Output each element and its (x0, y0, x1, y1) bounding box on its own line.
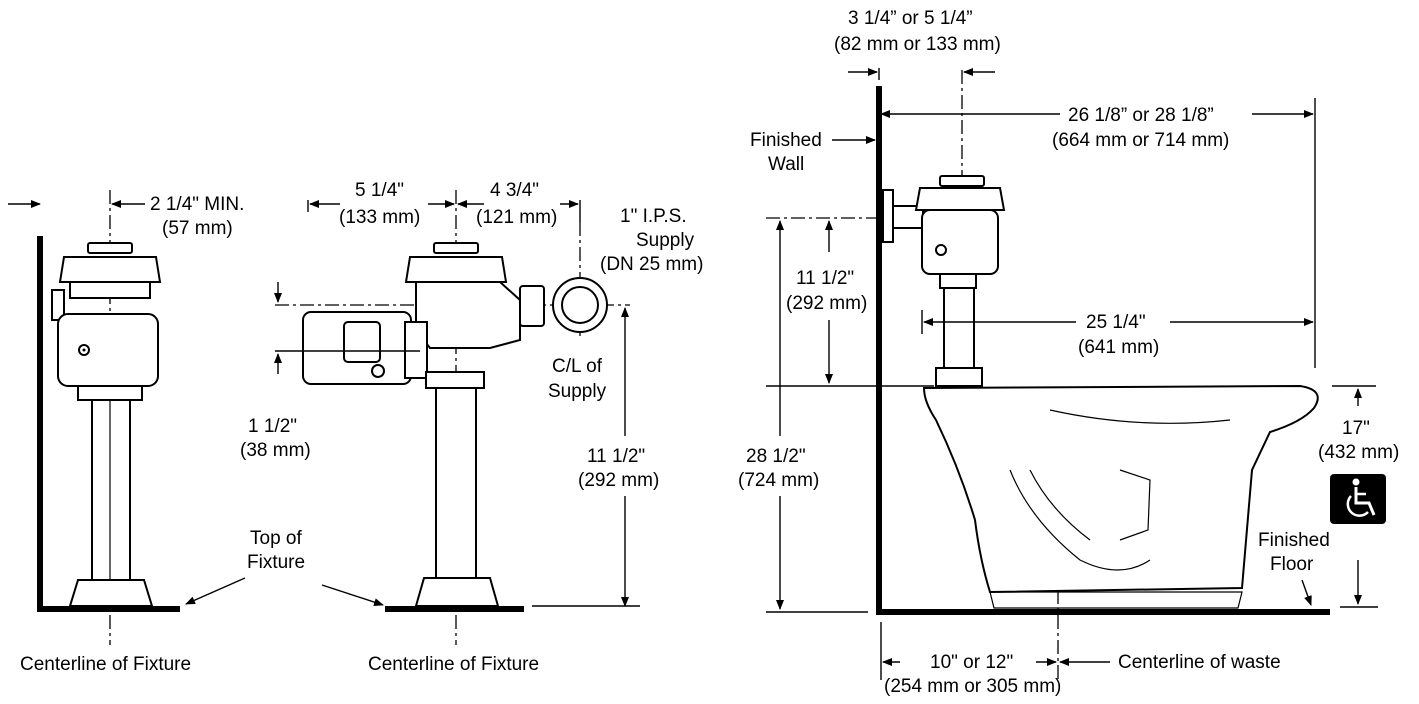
view-toilet: 3 1/4” or 5 1/4” (82 mm or 133 mm) 26 1/… (738, 8, 1399, 697)
label-v1-offset: 2 1/4" MIN. (150, 194, 244, 215)
label-v2-cl-supply-2: Supply (548, 381, 607, 402)
label-v2-height-mm: (292 mm) (578, 470, 659, 491)
label-v3-rim-mm: (432 mm) (1318, 442, 1399, 463)
label-v2-rough-mm: (38 mm) (240, 440, 311, 461)
label-v3-wall-1: Finished (750, 130, 822, 151)
label-v3-depth-mm: (664 mm or 714 mm) (1052, 130, 1229, 151)
label-v2-supply-3: (DN 25 mm) (600, 254, 703, 275)
label-v2-left: 5 1/4" (355, 180, 404, 201)
label-v3-total-mm: (724 mm) (738, 470, 819, 491)
label-v3-rim: 17" (1342, 418, 1370, 439)
wheelchair-icon (1330, 474, 1386, 524)
label-v3-depth: 26 1/8” or 28 1/8” (1068, 105, 1214, 126)
label-v3-floor-1: Finished (1258, 530, 1330, 551)
flush-valve-installed (882, 175, 1006, 387)
caption-v1: Centerline of Fixture (20, 654, 191, 675)
label-v3-waste: Centerline of waste (1118, 652, 1281, 673)
flush-valve-side (51, 242, 162, 607)
label-v2-left-mm: (133 mm) (339, 207, 420, 228)
label-v3-bowl-mm: (641 mm) (1078, 337, 1159, 358)
label-v1-offset-mm: (57 mm) (162, 218, 233, 239)
label-v3-top-mm: (82 mm or 133 mm) (834, 34, 1001, 55)
label-v3-floor-2: Floor (1270, 554, 1314, 575)
flush-valve-front (302, 242, 608, 607)
view-front: 5 1/4" (133 mm) 4 3/4" (121 mm) 1" I.P.S… (185, 180, 703, 675)
label-v3-rough-mm: (254 mm or 305 mm) (884, 676, 1061, 697)
label-v2-top-1: Top of (250, 528, 302, 549)
label-v2-height: 11 1/2" (587, 446, 645, 467)
label-v3-wall-2: Wall (768, 154, 804, 175)
label-v3-valve-mm: (292 mm) (786, 293, 867, 314)
view-side-wall: 2 1/4" MIN. (57 mm) Centerline of Fixtur… (8, 190, 244, 675)
label-v2-supply-1: 1" I.P.S. (620, 206, 687, 227)
label-v3-total: 28 1/2" (746, 446, 806, 467)
label-v2-cl-supply-1: C/L of (552, 356, 603, 377)
label-v2-right: 4 3/4" (490, 180, 539, 201)
label-v3-bowl: 25 1/4" (1086, 312, 1146, 333)
label-v2-rough: 1 1/2" (248, 416, 297, 437)
label-v3-top: 3 1/4” or 5 1/4” (848, 8, 973, 29)
toilet-bowl (922, 384, 1319, 609)
label-v2-right-mm: (121 mm) (476, 207, 557, 228)
label-v3-valve: 11 1/2" (796, 268, 854, 289)
caption-v2: Centerline of Fixture (368, 654, 539, 675)
label-v2-supply-2: Supply (636, 230, 695, 251)
label-v3-rough: 10" or 12" (930, 652, 1013, 673)
label-v2-top-2: Fixture (247, 552, 305, 573)
